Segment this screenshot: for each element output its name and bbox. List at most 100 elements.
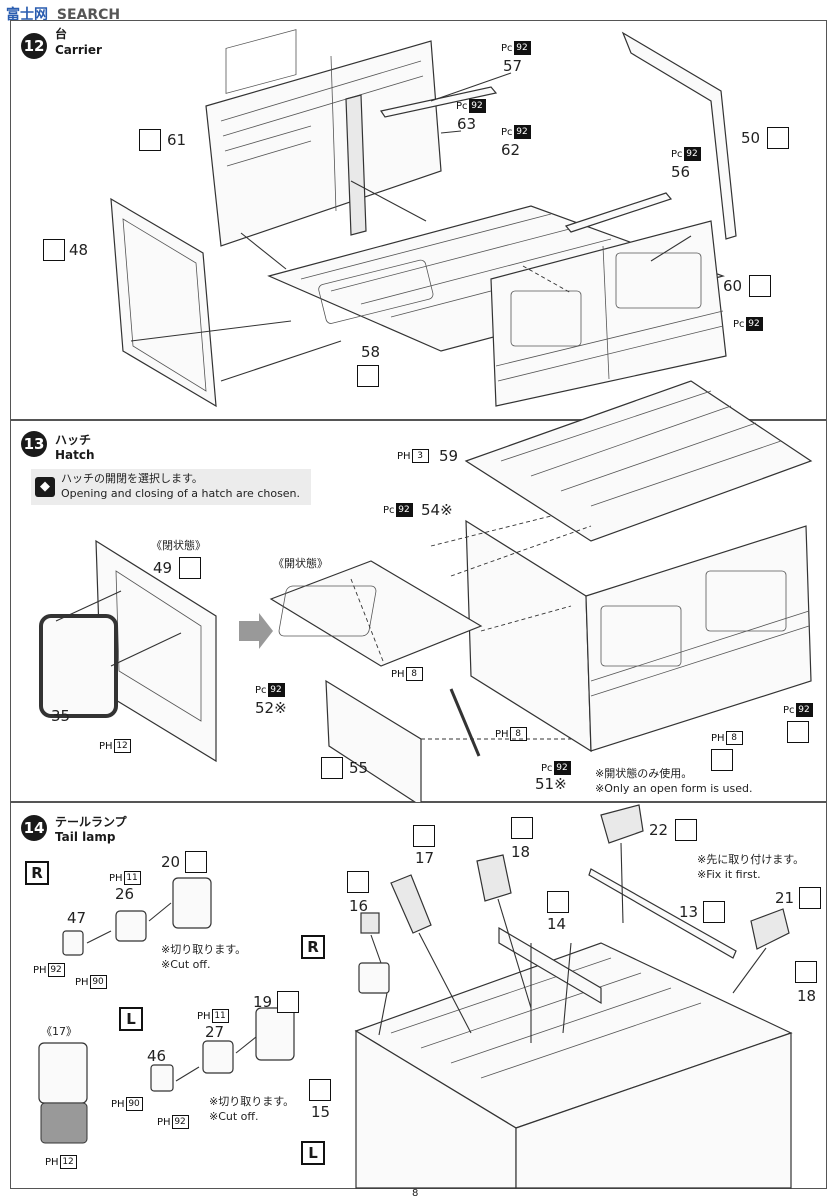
step-title-en: Hatch <box>55 448 95 462</box>
part-21: 21 <box>775 889 795 907</box>
glue-icon <box>703 901 725 923</box>
glue-icon <box>787 721 809 743</box>
glue-icon <box>711 749 733 771</box>
site-logo: 富士网 SEARCH <box>6 4 120 24</box>
glue-icon <box>309 1079 331 1101</box>
part-18: 18 <box>511 843 531 861</box>
part-60: 60 <box>723 277 743 295</box>
part-49: 49 <box>153 559 173 577</box>
tag-number: 12 <box>59 1155 77 1169</box>
part-62: 62 <box>501 141 521 159</box>
part-52: 52※ <box>255 699 287 717</box>
glue-icon <box>675 819 697 841</box>
tag-number: 8 <box>509 727 527 741</box>
choice-icon: ◆ <box>35 477 55 497</box>
step-title-jp: ハッチ <box>55 433 92 447</box>
tag-number: 90 <box>125 1097 143 1111</box>
part-20: 20 <box>161 853 181 871</box>
right-label: R <box>301 935 325 959</box>
glue-icon <box>547 891 569 913</box>
tag-number: 92 <box>513 41 531 55</box>
part-46: 46 <box>147 1047 167 1065</box>
tag-number: 92 <box>513 125 531 139</box>
step-title-jp: 台 <box>55 27 68 41</box>
info-jp: ハッチの開閉を選択します。 <box>61 472 203 485</box>
step-number: 13 <box>21 431 47 457</box>
part-51: 51※ <box>535 775 567 793</box>
part-27: 27 <box>205 1023 225 1041</box>
logo-search: SEARCH <box>56 7 121 23</box>
glue-icon <box>321 757 343 779</box>
tag-number: 3 <box>411 449 429 463</box>
tag-number: 92 <box>267 683 285 697</box>
part-58: 58 <box>361 343 381 361</box>
glue-icon <box>347 871 369 893</box>
part-35: 35 <box>51 707 71 725</box>
tag-number: 11 <box>211 1009 229 1023</box>
tag-number: 92 <box>171 1115 189 1129</box>
info-en: Opening and closing of a hatch are chose… <box>61 487 301 500</box>
part-16: 16 <box>349 897 369 915</box>
inset-label: 《17》 <box>41 1025 77 1038</box>
part-54: 54※ <box>421 501 453 519</box>
part-50: 50 <box>741 129 761 147</box>
cut-off-en: ※Cut off. <box>209 1110 259 1123</box>
part-55: 55 <box>349 759 369 777</box>
tag-number: 92 <box>47 963 65 977</box>
glue-icon <box>185 851 207 873</box>
part-57: 57 <box>503 57 523 75</box>
cut-off-en: ※Cut off. <box>161 958 211 971</box>
glue-icon <box>799 887 821 909</box>
glue-icon <box>357 365 379 387</box>
tag-number: 92 <box>468 99 486 113</box>
part-18b: 18 <box>797 987 817 1005</box>
part-61: 61 <box>167 131 187 149</box>
tag-number: 92 <box>395 503 413 517</box>
page-number: 8 <box>412 1188 419 1199</box>
glue-icon <box>277 991 299 1013</box>
glue-icon <box>139 129 161 151</box>
step-number: 12 <box>21 33 47 59</box>
logo-text: 富士网 <box>6 7 48 23</box>
glue-icon <box>43 239 65 261</box>
closed-label: 《閉状態》 <box>151 539 206 552</box>
step-title-en: Tail lamp <box>55 830 116 844</box>
part-15: 15 <box>311 1103 331 1121</box>
hatch-diagram <box>39 380 813 808</box>
part-13: 13 <box>679 903 699 921</box>
part-14: 14 <box>547 915 567 933</box>
carrier-diagram <box>110 29 737 408</box>
glue-icon <box>511 817 533 839</box>
step-title-en: Carrier <box>55 43 102 57</box>
part-56: 56 <box>671 163 691 181</box>
left-label: L <box>119 1007 143 1031</box>
cut-off-jp: ※切り取ります。 <box>209 1095 295 1108</box>
part-48: 48 <box>69 241 89 259</box>
fix-first-en: ※Fix it first. <box>697 868 761 881</box>
glue-icon <box>413 825 435 847</box>
part-63: 63 <box>457 115 477 133</box>
part-19: 19 <box>253 993 273 1011</box>
right-label: R <box>25 861 49 885</box>
open-only-jp: ※開状態のみ使用。 <box>595 767 693 780</box>
step-number: 14 <box>21 815 47 841</box>
fix-first-jp: ※先に取り付けます。 <box>697 853 805 866</box>
tag-number: 11 <box>123 871 141 885</box>
step-13-panel: 13 ハッチ Hatch ◆ ハッチの開閉を選択します。 Opening and… <box>10 380 827 808</box>
